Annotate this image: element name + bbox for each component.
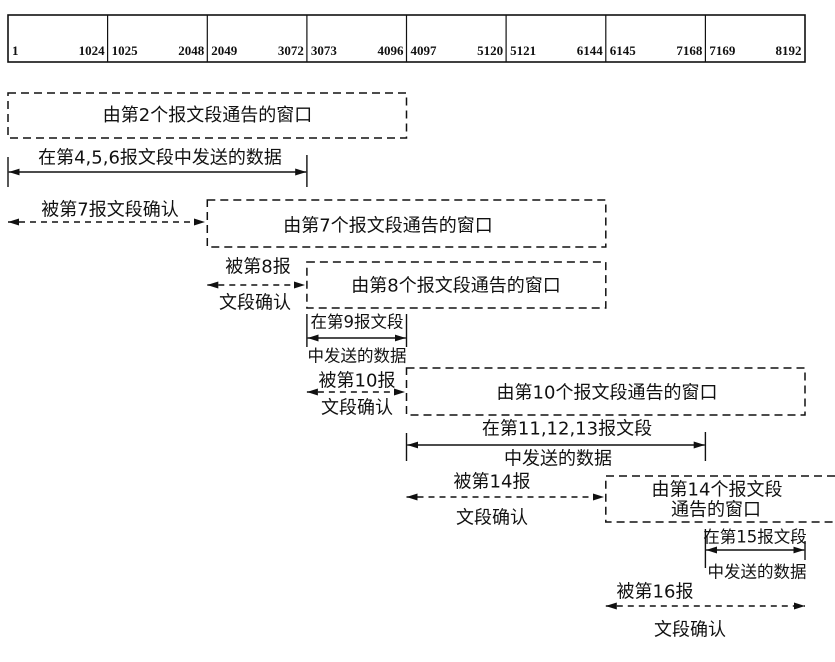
sent-data-span-seg9: 在第9报文段 中发送的数据 [306,313,408,366]
cell-start-number: 2049 [211,43,238,58]
sequence-cell: 1025 2048 [112,43,205,58]
sent-data-label-line2: 中发送的数据 [708,563,807,582]
window-label: 由第8个报文段通告的窗口 [351,276,560,297]
ack-label-line1: 被第14报 [454,472,531,493]
cell-start-number: 5121 [510,43,536,58]
cell-start-number: 7169 [709,43,736,58]
cell-end-number: 1024 [79,43,106,58]
ack-span-seg16: 被第16报 文段确认 [605,582,805,641]
cell-start-number: 6145 [610,43,637,58]
window-label-line2: 通告的窗口 [671,500,761,521]
advertised-window-seg8: 由第8个报文段通告的窗口 [306,261,607,309]
sequence-cell: 6145 7168 [610,43,703,58]
cell-start-number: 3073 [311,43,338,58]
ack-label-line2: 文段确认 [321,398,393,419]
cell-end-number: 3072 [278,43,304,58]
ack-span-seg10: 被第10报 文段确认 [306,371,405,419]
cell-start-number: 1 [12,43,19,58]
ack-label-line1: 被第10报 [319,371,396,392]
ack-label-line1: 被第16报 [617,582,694,603]
cell-end-number: 5120 [477,43,503,58]
sent-data-span-seg111213: 在第11,12,13报文段 中发送的数据 [405,419,707,470]
sent-data-label-line2: 中发送的数据 [504,449,612,470]
window-box [206,199,607,248]
cell-end-number: 7168 [676,43,703,58]
cell-start-number: 1025 [112,43,139,58]
window-label-line1: 由第14个报文段 [652,480,783,501]
window-label: 由第2个报文段通告的窗口 [103,105,312,126]
ack-label-line2: 文段确认 [654,620,726,641]
ack-label: 被第7报文段确认 [41,200,178,221]
cell-end-number: 6144 [577,43,604,58]
advertised-window-seg10: 由第10个报文段通告的窗口 [405,367,806,416]
window-label: 由第10个报文段通告的窗口 [497,383,718,404]
ack-span-seg7: 被第7报文段确认 [8,200,205,226]
ack-label-line2: 文段确认 [456,508,528,529]
window-box [306,261,607,309]
window-label: 由第7个报文段通告的窗口 [283,216,492,237]
sequence-cell: 7169 8192 [709,43,801,58]
ack-label-line1: 被第8报 [225,257,290,278]
sent-data-label-line1: 在第9报文段 [311,313,404,332]
cell-end-number: 2048 [178,43,205,58]
window-box [7,92,408,139]
advertised-window-seg2: 由第2个报文段通告的窗口 [7,92,408,139]
sent-data-label-line2: 中发送的数据 [308,347,407,366]
sent-data-span-seg15: 在第15报文段 中发送的数据 [703,528,807,582]
cell-end-number: 8192 [776,43,802,58]
sent-data-span-seg456: 在第4,5,6报文段中发送的数据 [7,148,308,187]
window-box [605,475,835,523]
ack-span-seg14: 被第14报 文段确认 [406,472,604,529]
sequence-cell: 3073 4096 [311,43,404,58]
cell-end-number: 4096 [378,43,405,58]
sequence-cell: 1 1024 [12,43,105,58]
sequence-number-bar: 1 1024 1025 2048 2049 3072 3073 4096 409… [7,14,806,63]
sent-data-label-line1: 在第15报文段 [703,528,807,547]
sequence-cell: 5121 6144 [510,43,603,58]
sequence-cell: 2049 3072 [211,43,304,58]
sent-data-label-line1: 在第11,12,13报文段 [482,419,652,440]
cell-start-number: 4097 [411,43,438,58]
advertised-window-seg7: 由第7个报文段通告的窗口 [206,199,607,248]
ack-span-seg8: 被第8报 文段确认 [207,257,305,314]
sequence-cell: 4097 5120 [411,43,504,58]
sent-data-label: 在第4,5,6报文段中发送的数据 [38,148,282,169]
advertised-window-seg14: 由第14个报文段 通告的窗口 [605,475,835,523]
ack-label-line2: 文段确认 [219,293,291,314]
window-box [405,367,806,416]
